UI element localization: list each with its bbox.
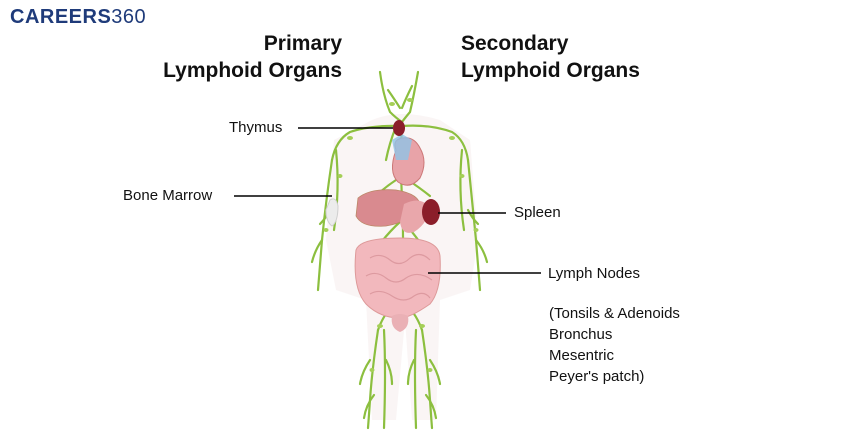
organs (325, 120, 441, 332)
logo-brand: CAREERS (10, 6, 112, 28)
leader-lines (234, 127, 541, 274)
intestines-organ (354, 237, 441, 319)
stomach-organ (400, 200, 429, 233)
lymph-site-item: (Tonsils & Adenoids (549, 305, 680, 322)
lymph-nodes-label: Lymph Nodes (548, 265, 640, 282)
thymus-label: Thymus (229, 119, 283, 136)
primary-heading-line2: Lymphoid Organs (163, 59, 342, 82)
lymph-site-item: Peyer's patch) (549, 368, 645, 385)
bone-marrow-label: Bone Marrow (123, 187, 213, 204)
airway-icon (392, 134, 412, 160)
logo-number: 360 (111, 6, 147, 28)
bone-marrow-organ (325, 198, 339, 227)
primary-lymphoid-heading: Primary Lymphoid Organs (150, 30, 342, 84)
spleen-organ (422, 199, 440, 225)
lymph-node-sites-list: (Tonsils & Adenoids Bronchus Mesentric P… (549, 303, 680, 387)
bladder-organ (391, 314, 409, 332)
secondary-heading-line1: Secondary (461, 32, 569, 55)
secondary-lymphoid-heading: Secondary Lymphoid Organs (461, 30, 721, 84)
primary-heading-line1: Primary (263, 32, 342, 55)
lymph-site-item: Bronchus (549, 326, 613, 343)
careers360-logo: CAREERS360 (10, 6, 146, 29)
thymus-organ (393, 120, 405, 136)
secondary-heading-line2: Lymphoid Organs (461, 59, 640, 82)
spleen-label: Spleen (514, 204, 561, 221)
lymph-site-item: Mesentric (549, 347, 615, 364)
intestine-coils (365, 253, 433, 301)
